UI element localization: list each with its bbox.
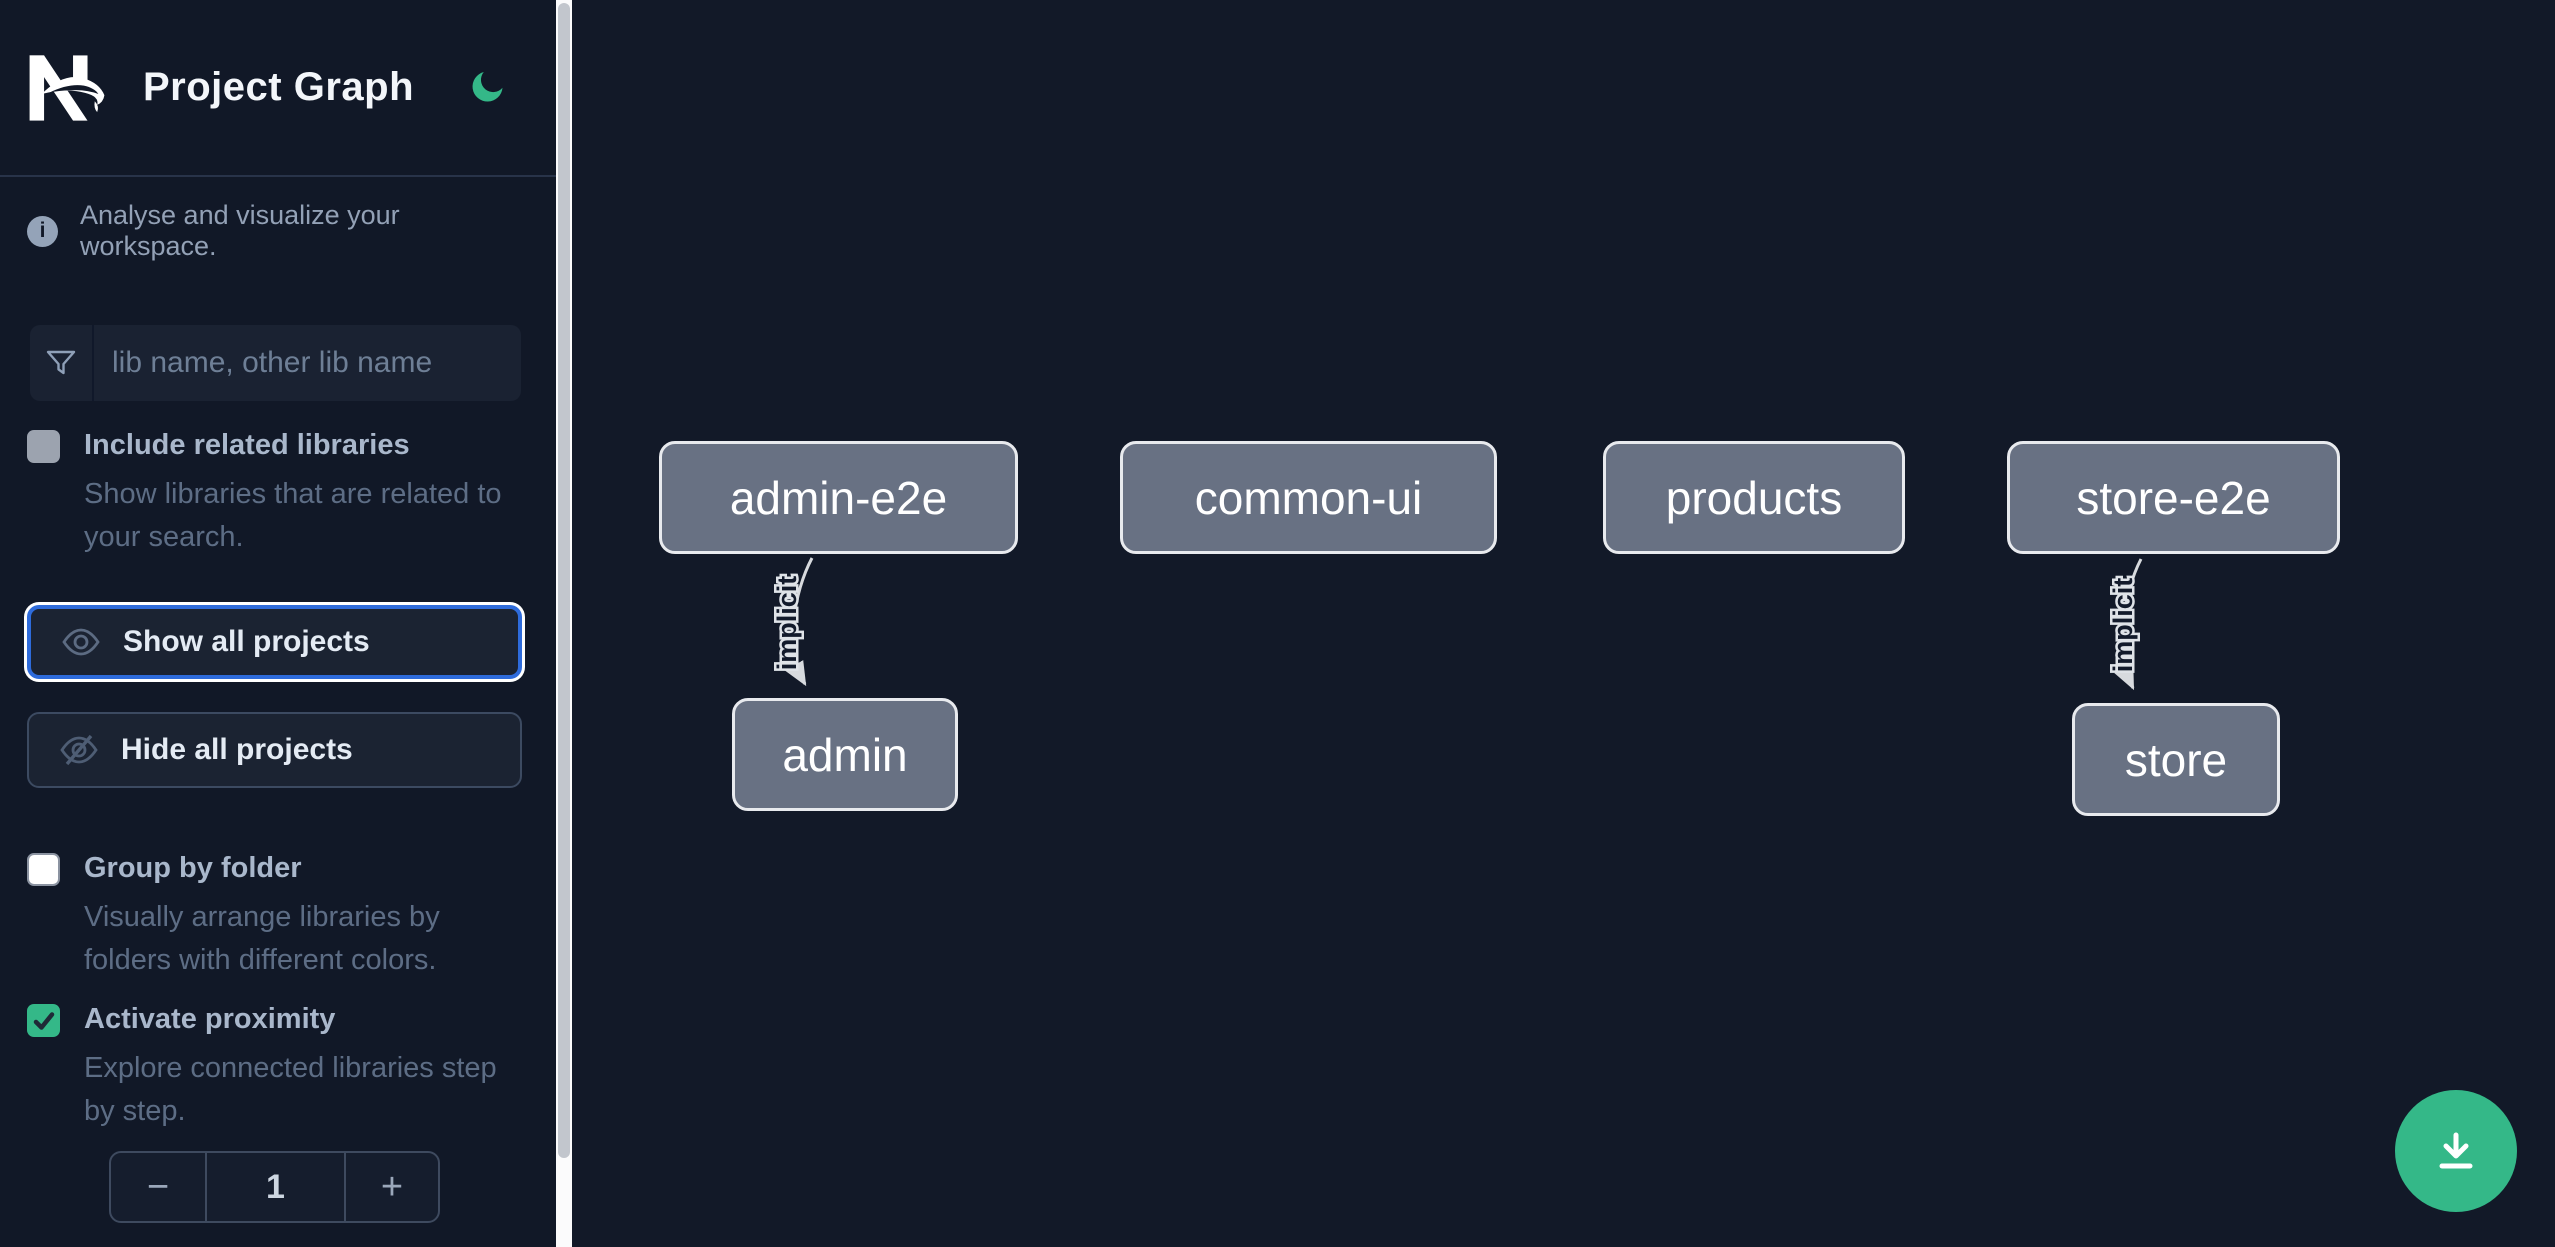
sidebar-scrollbar-track[interactable] (556, 0, 572, 1247)
moon-icon (472, 71, 503, 102)
sidebar-scrollbar-thumb[interactable] (558, 3, 570, 1158)
activate-proximity-label: Activate proximity (84, 1003, 336, 1035)
include-related-label: Include related libraries (84, 429, 410, 461)
include-related-description: Show libraries that are related to your … (84, 478, 502, 553)
group-by-folder-label: Group by folder (84, 852, 302, 884)
group-by-folder-option: Group by folder Visually arrange librari… (27, 851, 542, 982)
group-by-folder-description: Visually arrange libraries by folders wi… (84, 901, 440, 976)
activate-proximity-checkbox[interactable] (27, 1004, 60, 1037)
show-all-projects-label: Show all projects (123, 625, 370, 658)
graph-node-common-ui[interactable]: common-ui (1120, 441, 1497, 554)
nx-logo-icon (29, 54, 105, 121)
search-input[interactable] (94, 325, 521, 401)
proximity-depth-stepper: − 1 + (109, 1151, 440, 1223)
activate-proximity-option: Activate proximity Explore connected lib… (27, 1002, 542, 1133)
include-related-checkbox[interactable] (27, 430, 60, 463)
theme-toggle-button[interactable] (466, 68, 506, 108)
workspace-intro: i Analyse and visualize your workspace. (27, 200, 532, 262)
group-by-folder-checkbox[interactable] (27, 853, 60, 886)
hide-all-projects-label: Hide all projects (121, 733, 353, 766)
sidebar-header: Project Graph (0, 0, 556, 177)
edge-label-implicit: implicit (2108, 578, 2138, 673)
search-box (30, 325, 521, 401)
filter-funnel-icon (30, 325, 94, 401)
include-related-option: Include related libraries Show libraries… (27, 428, 542, 559)
intro-text: Analyse and visualize your workspace. (80, 200, 400, 261)
eye-icon (62, 628, 100, 656)
graph-canvas[interactable]: implicit implicit admin-e2e common-ui pr… (572, 0, 2555, 1247)
increment-button[interactable]: + (344, 1153, 438, 1221)
graph-node-admin[interactable]: admin (732, 698, 958, 811)
edge-admin-e2e-to-admin[interactable]: implicit (770, 557, 814, 687)
activate-proximity-description: Explore connected libraries step by step… (84, 1052, 497, 1127)
decrement-button[interactable]: − (111, 1153, 207, 1221)
eye-off-icon (60, 734, 98, 766)
show-all-projects-button[interactable]: Show all projects (27, 605, 522, 679)
download-icon (2439, 1132, 2473, 1169)
graph-edges: implicit implicit (770, 557, 2143, 691)
edge-store-e2e-to-store[interactable]: implicit (2106, 558, 2143, 691)
download-image-button[interactable] (2395, 1090, 2517, 1212)
graph-node-store[interactable]: store (2072, 703, 2280, 816)
checkmark-icon (33, 1011, 54, 1030)
info-icon: i (27, 215, 58, 247)
stepper-value: 1 (266, 1167, 285, 1206)
graph-node-store-e2e[interactable]: store-e2e (2007, 441, 2340, 554)
hide-all-projects-button[interactable]: Hide all projects (27, 712, 522, 788)
graph-node-admin-e2e[interactable]: admin-e2e (659, 441, 1018, 554)
page-title: Project Graph (143, 65, 415, 109)
edge-label-implicit: implicit (772, 576, 802, 671)
graph-node-products[interactable]: products (1603, 441, 1905, 554)
sidebar: Project Graph i Analyse and visualize yo… (0, 0, 556, 1247)
